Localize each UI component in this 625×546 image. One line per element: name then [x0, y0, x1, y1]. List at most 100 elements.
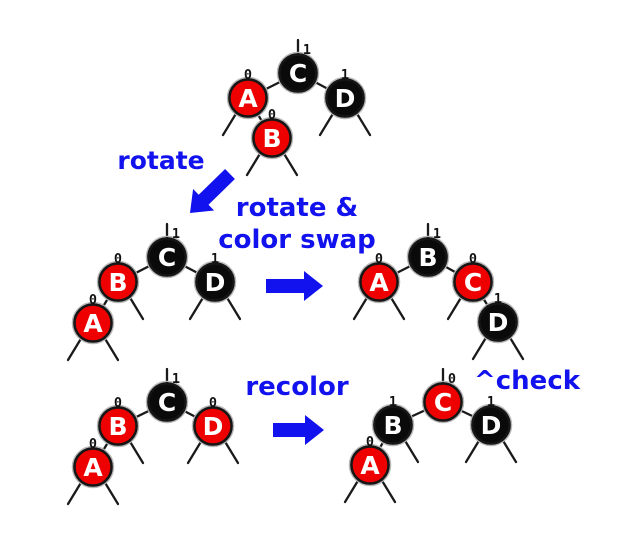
- rotate-color-swap-label-line1: rotate &: [235, 193, 359, 223]
- node-black-height-badge-D: 1: [494, 291, 502, 307]
- node-halo-A: [71, 301, 115, 345]
- node-letter-C: C: [434, 388, 452, 417]
- node-halo-C: [145, 235, 189, 279]
- node-halo-D: [476, 300, 520, 344]
- node-letter-A: A: [360, 451, 380, 480]
- nil-leg-right-A: [102, 479, 120, 506]
- node-halo-A: [71, 445, 115, 489]
- nil-leg-left-B: [245, 150, 263, 177]
- rotate-color-swap-arrow-right-icon: [266, 271, 323, 301]
- node-black-height-badge-C: 1: [303, 42, 311, 58]
- nil-leg-left-A: [343, 477, 361, 504]
- nil-leg-right-D: [224, 294, 242, 321]
- node-halo-D: [191, 404, 235, 448]
- nil-leg-left-D: [188, 294, 206, 321]
- tree-node-C-red: [423, 382, 463, 422]
- tree-node-A-red: [359, 262, 399, 302]
- tree-node-D-black: [478, 302, 518, 342]
- node-halo-B: [96, 260, 140, 304]
- rotate-color-swap-label-line2: color swap: [218, 225, 376, 255]
- node-halo-A: [348, 443, 392, 487]
- nil-leg-right-A: [102, 335, 120, 362]
- tree-node-B-red: [98, 406, 138, 446]
- nil-leg-left-C: [446, 294, 464, 321]
- node-halo-D: [193, 260, 237, 304]
- node-halo-B: [371, 403, 415, 447]
- nil-leg-left-D: [318, 110, 336, 137]
- node-black-height-badge-D: 1: [341, 67, 349, 83]
- nil-leg-right-B: [402, 437, 420, 464]
- node-halo-C: [276, 51, 320, 95]
- node-black-height-badge-C: 1: [172, 371, 180, 387]
- node-black-height-badge-B: 1: [433, 226, 441, 242]
- tree-node-C-black: [147, 382, 187, 422]
- node-halo-B: [96, 404, 140, 448]
- node-halo-C: [421, 380, 465, 424]
- nil-leg-right-A: [388, 294, 406, 321]
- node-letter-C: C: [289, 59, 307, 88]
- tree-node-D-black: [471, 405, 511, 445]
- node-black-height-badge-C: 0: [448, 371, 456, 387]
- node-letter-A: A: [238, 84, 258, 113]
- node-letter-C: C: [158, 388, 176, 417]
- node-black-height-badge-A: 0: [375, 251, 383, 267]
- tree-node-D-black: [195, 262, 235, 302]
- tree-node-B-black: [373, 405, 413, 445]
- tree-node-D-red: [193, 406, 233, 446]
- node-halo-A: [357, 260, 401, 304]
- recolor-label: recolor: [245, 372, 349, 402]
- node-letter-C: C: [158, 243, 176, 272]
- node-letter-B: B: [418, 243, 437, 272]
- node-letter-A: A: [369, 268, 389, 297]
- tree-node-C-black: [147, 237, 187, 277]
- node-halo-D: [469, 403, 513, 447]
- nil-leg-right-B: [127, 438, 145, 465]
- node-letter-B: B: [383, 411, 402, 440]
- tree-node-B-red: [98, 262, 138, 302]
- node-black-height-badge-B: 0: [114, 395, 122, 411]
- node-black-height-badge-B: 1: [389, 394, 397, 410]
- tree-node-C-black: [278, 53, 318, 93]
- recolor-arrow-right-icon: [273, 415, 324, 445]
- node-black-height-badge-A: 0: [89, 436, 97, 452]
- node-letter-D: D: [481, 411, 502, 440]
- nil-leg-left-D: [186, 438, 204, 465]
- node-black-height-badge-B: 0: [114, 251, 122, 267]
- nil-leg-left-A: [221, 110, 239, 137]
- node-letter-D: D: [203, 412, 224, 441]
- node-letter-D: D: [205, 268, 226, 297]
- nil-leg-right-D: [500, 437, 518, 464]
- nil-leg-left-D: [464, 437, 482, 464]
- node-black-height-badge-B: 0: [268, 107, 276, 123]
- tree-node-D-black: [325, 78, 365, 118]
- tree-node-A-red: [73, 303, 113, 343]
- nil-leg-left-A: [66, 479, 84, 506]
- node-letter-B: B: [108, 268, 127, 297]
- node-black-height-badge-C: 1: [172, 226, 180, 242]
- node-letter-C: C: [464, 268, 482, 297]
- nil-leg-left-D: [471, 334, 489, 361]
- nil-leg-right-A: [379, 477, 397, 504]
- tree-node-C-red: [453, 262, 493, 302]
- nil-leg-right-B: [281, 150, 299, 177]
- node-letter-B: B: [108, 412, 127, 441]
- node-black-height-badge-D: 0: [209, 395, 217, 411]
- node-letter-A: A: [83, 453, 103, 482]
- node-black-height-badge-D: 1: [211, 251, 219, 267]
- node-halo-C: [145, 380, 189, 424]
- node-letter-D: D: [335, 84, 356, 113]
- tree-node-A-red: [73, 447, 113, 487]
- node-letter-A: A: [83, 309, 103, 338]
- tree-node-B-black: [408, 237, 448, 277]
- node-black-height-badge-D: 1: [487, 394, 495, 410]
- node-black-height-badge-A: 0: [244, 67, 252, 83]
- nil-leg-left-A: [352, 294, 370, 321]
- node-halo-B: [250, 116, 294, 160]
